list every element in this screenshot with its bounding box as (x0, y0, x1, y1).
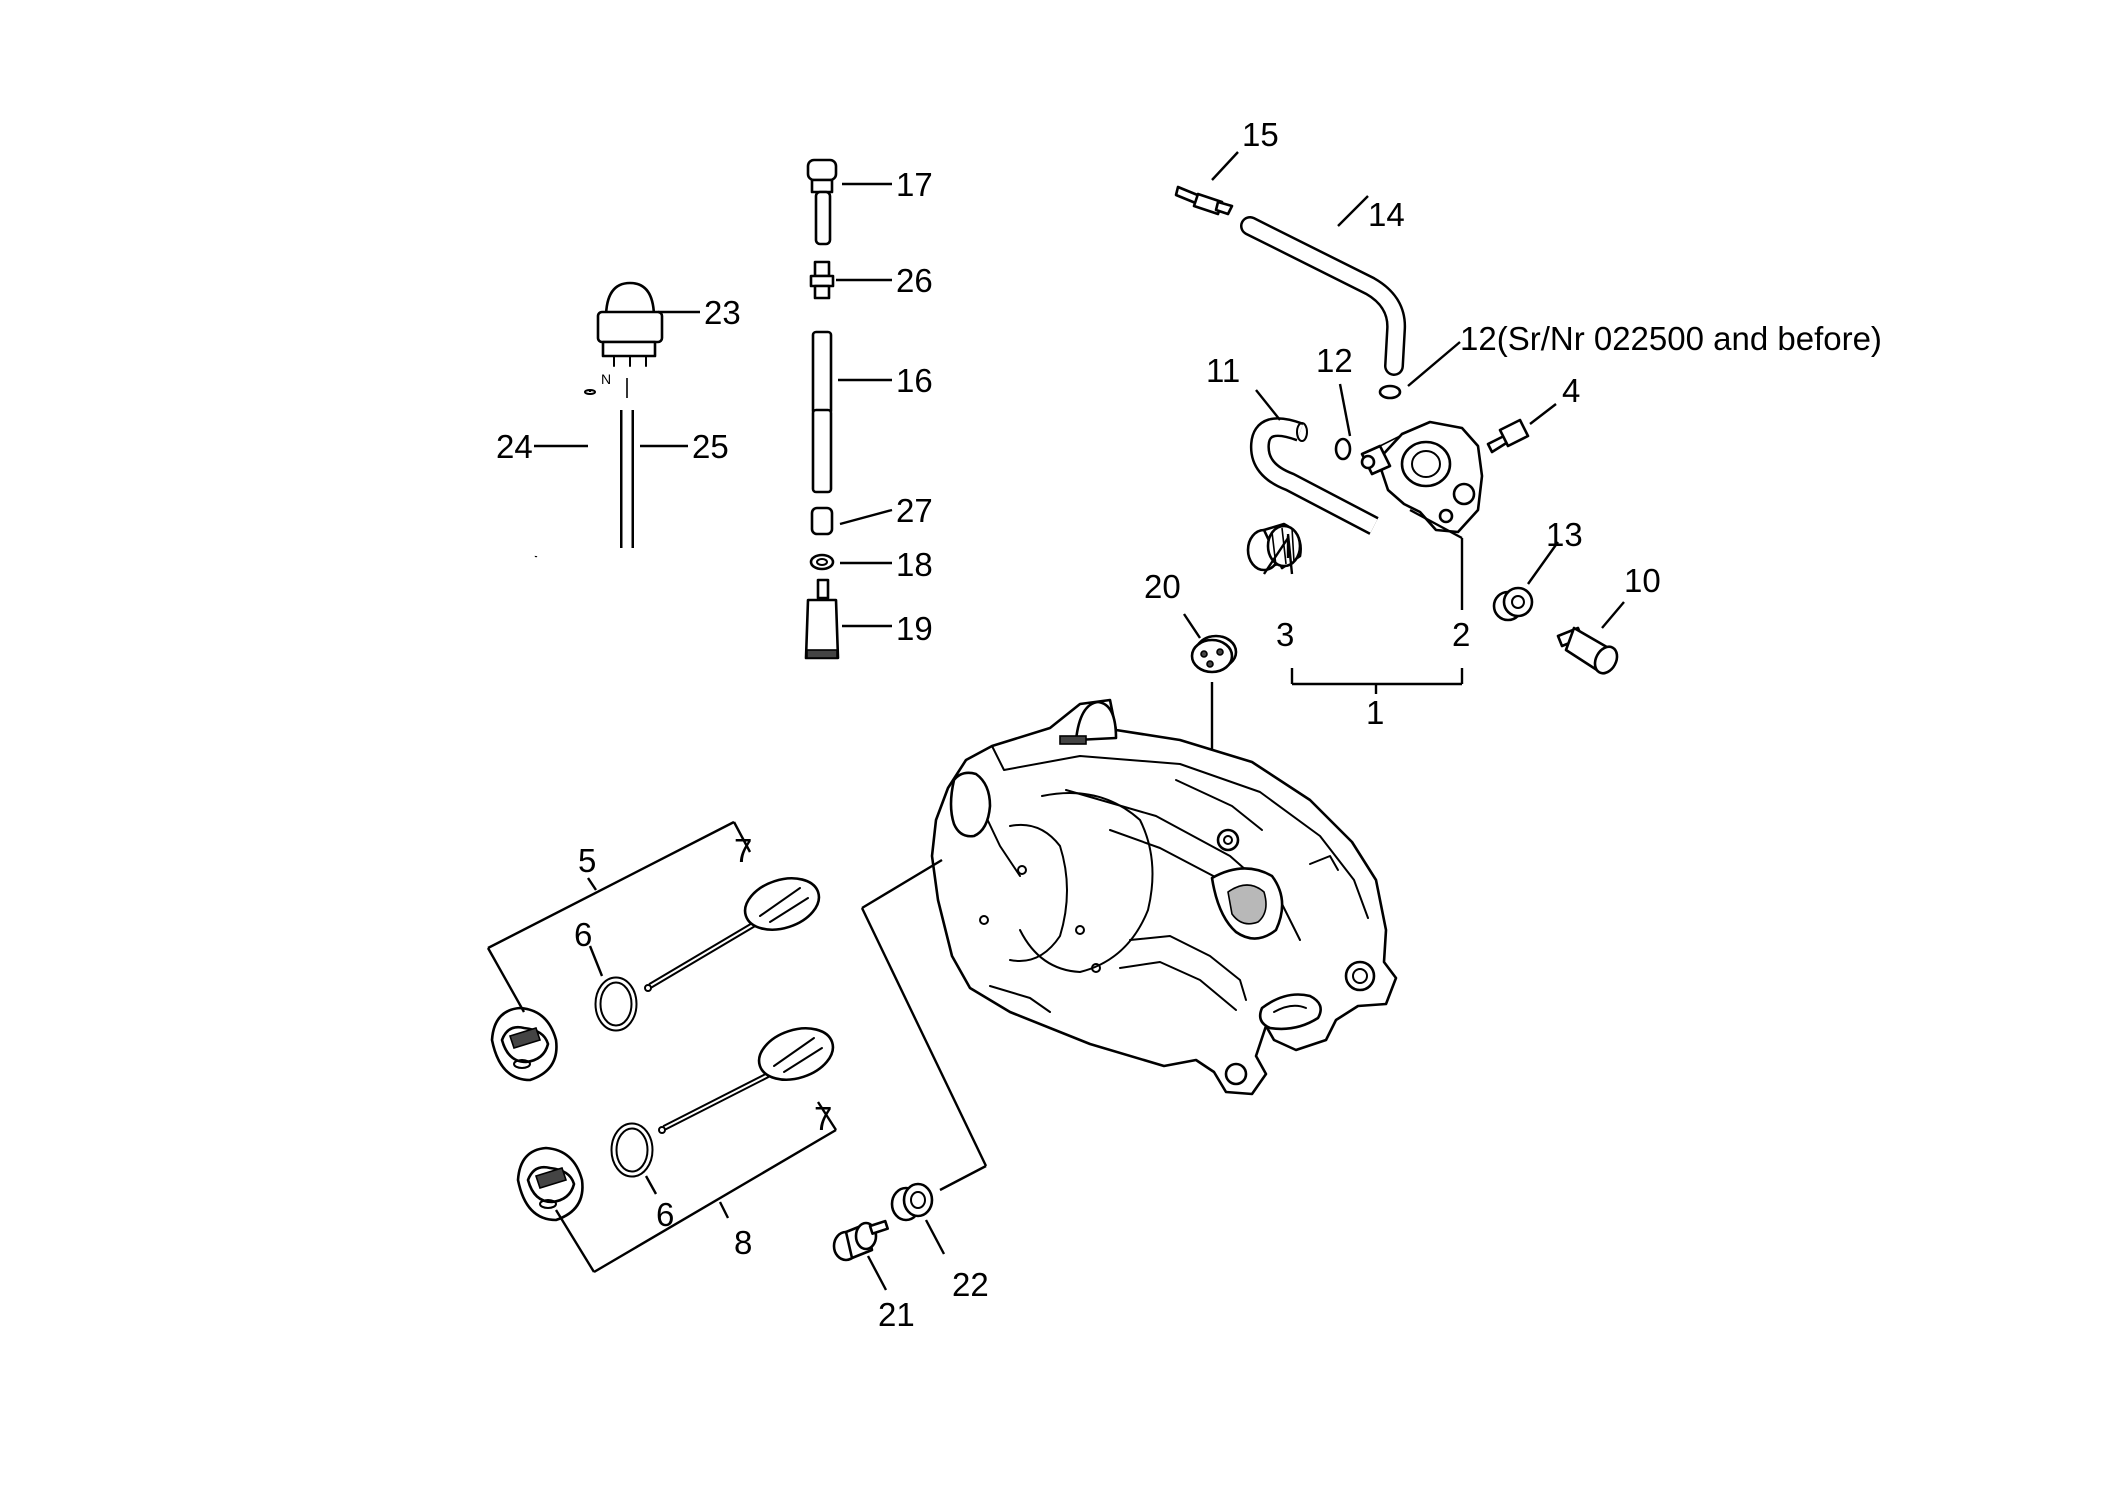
oring-6-upper (594, 976, 638, 1032)
label-10: 10 (1624, 562, 1661, 599)
oil-filter-10 (1556, 626, 1619, 675)
label-18: 18 (896, 546, 933, 583)
bolt-4 (1486, 418, 1530, 454)
label-12-note: 12(Sr/Nr 022500 and before) (1460, 320, 1882, 357)
label-17: 17 (896, 166, 933, 203)
oil-hose-11 (1249, 417, 1379, 535)
label-5: 5 (578, 842, 596, 879)
oil-hose-14 (1240, 216, 1407, 376)
label-23: 23 (704, 294, 741, 331)
label-2: 2 (1452, 616, 1470, 653)
label-22: 22 (952, 1266, 989, 1303)
label-11: 11 (1206, 352, 1240, 389)
dipstick-7-upper (644, 877, 821, 992)
plug-22 (890, 1182, 934, 1222)
oil-pump-2 (1360, 420, 1484, 534)
label-19: 19 (896, 610, 933, 647)
label-15: 15 (1242, 116, 1279, 153)
label-6-upper: 6 (574, 916, 592, 953)
grommet-20 (1190, 634, 1238, 674)
label-8: 8 (734, 1224, 752, 1261)
label-20: 20 (1144, 568, 1181, 605)
label-4: 4 (1562, 372, 1580, 409)
worm-gear-3 (1246, 522, 1302, 572)
crankcase-housing (930, 698, 1398, 1096)
dipstick-7-lower (658, 1027, 835, 1134)
washer-18 (809, 553, 835, 571)
label-7-lower: 7 (814, 1100, 832, 1137)
spacer-13 (1492, 586, 1534, 622)
bolt-21 (832, 1219, 889, 1262)
label-27: 27 (896, 492, 933, 529)
fuel-cap-8 (516, 1146, 584, 1222)
label-7-upper: 7 (734, 832, 752, 869)
label-1: 1 (1366, 694, 1384, 731)
label-21: 21 (878, 1296, 915, 1333)
fitting-15 (1174, 185, 1234, 216)
primer-bulb (596, 281, 664, 367)
oring-6-lower (610, 1122, 654, 1178)
hose-24 (531, 389, 596, 558)
fuel-filter-19 (804, 578, 840, 660)
label-13: 13 (1546, 516, 1583, 553)
oil-cap-5 (490, 1006, 558, 1082)
fuel-grommet-17 (806, 158, 838, 246)
label-6-lower: 6 (656, 1196, 674, 1233)
label-24: 24 (496, 428, 533, 465)
fitting-26 (809, 260, 835, 300)
label-12: 12 (1316, 342, 1353, 379)
sleeve-27 (810, 506, 834, 536)
fuel-hose-16 (811, 330, 833, 494)
oring-12 (1334, 437, 1352, 461)
label-14: 14 (1368, 196, 1405, 233)
svg-text:N: N (601, 371, 611, 387)
label-3: 3 (1276, 616, 1294, 653)
label-25: 25 (692, 428, 729, 465)
label-16: 16 (896, 362, 933, 399)
oring-12-upper (1378, 384, 1402, 400)
label-26: 26 (896, 262, 933, 299)
